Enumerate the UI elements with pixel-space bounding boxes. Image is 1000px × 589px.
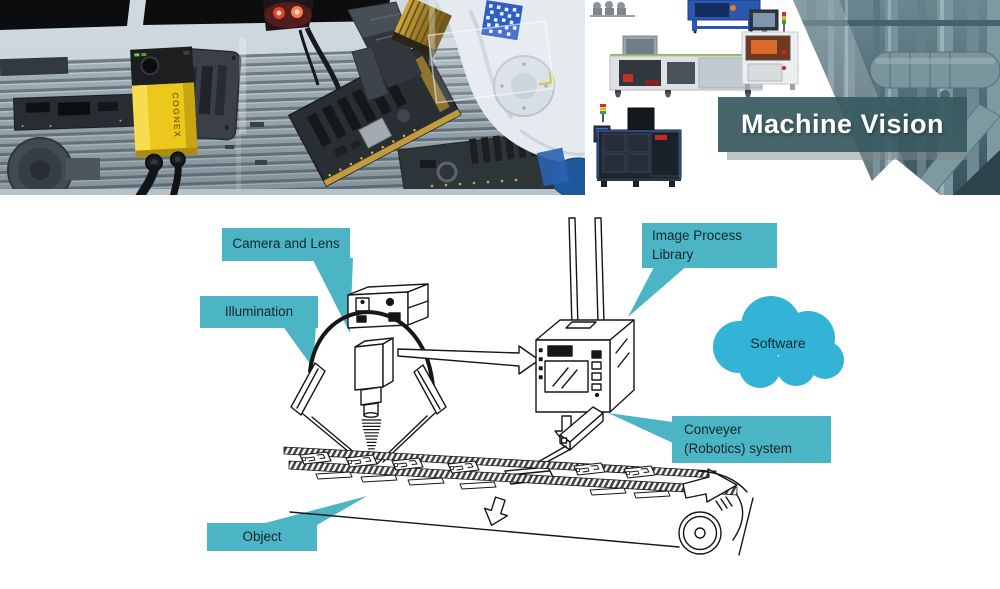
- white-wedge: [858, 158, 940, 195]
- factory-photo: COGNEX: [0, 0, 585, 195]
- camera-and-lens: [354, 337, 394, 418]
- hologram-overlay: [427, 20, 555, 104]
- held-pcb: [287, 43, 462, 188]
- callout-object-label: Object: [242, 528, 282, 544]
- cognex-camera: COGNEX: [130, 46, 198, 195]
- image-processor-unit: [535, 217, 635, 446]
- illumination-bars: [290, 362, 447, 465]
- banner-shadow: [727, 152, 970, 160]
- small-parts-photo: [590, 1, 635, 17]
- brass-joint: [391, 0, 452, 58]
- hero-title: Machine Vision: [740, 109, 945, 139]
- callout-camera-and-lens: Camera and Lens: [222, 228, 350, 261]
- circuit-boards-on-line: [13, 93, 152, 131]
- red-scanner: [263, 0, 343, 93]
- light-beam: [361, 419, 382, 453]
- software-cloud: [713, 296, 844, 388]
- callout-illumination-label: Illumination: [224, 303, 294, 319]
- callout-image-process-library: Image Process Library: [642, 223, 777, 268]
- callout-conveyer-line1: Conveyer: [684, 421, 742, 437]
- test-station-photo: [741, 9, 799, 90]
- blue-machine-photo: [687, 0, 761, 34]
- gear-motor: [7, 137, 100, 195]
- dark-cabinet-photo: [593, 104, 682, 187]
- qr-code-sticker: [479, 0, 525, 42]
- light-controller: [347, 283, 429, 329]
- callout-camera-and-lens-label: Camera and Lens: [232, 236, 340, 252]
- callout-image-process-line2: Library: [652, 246, 694, 262]
- callout-image-process-line1: Image Process: [652, 227, 743, 243]
- software-cloud-label: Software: [726, 331, 830, 357]
- software-label: Software: [750, 335, 806, 352]
- signal-arrow: [397, 345, 540, 375]
- callout-illumination: Illumination: [200, 296, 318, 328]
- belt-direction-arrow: [682, 468, 738, 503]
- callout-tails: [250, 258, 688, 527]
- machine-vision-diagram: [250, 217, 844, 556]
- machine-vision-banner: Machine Vision: [718, 97, 967, 152]
- callout-object: Object: [207, 523, 317, 551]
- cognex-logo: COGNEX: [170, 92, 182, 138]
- callout-conveyer-robotics-system: Conveyer (Robotics) system: [672, 416, 831, 463]
- callout-conveyer-line2: (Robotics) system: [684, 440, 793, 456]
- hero-banner: COGNEX: [0, 0, 1000, 195]
